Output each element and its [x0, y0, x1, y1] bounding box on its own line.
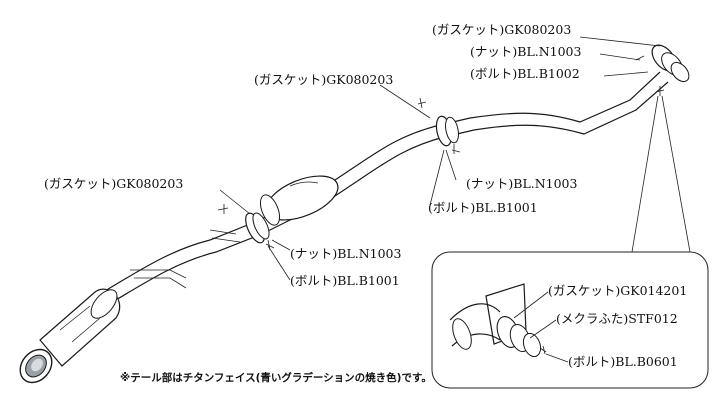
flange-rear: [651, 44, 690, 83]
note-titanium-face: ※テール部はチタンフェイス(青いグラデーションの焼き色)です。: [120, 371, 432, 384]
label-nut-front: (ナット)BL.N1003: [290, 246, 402, 261]
label-detail-gasket: (ガスケット)GK014201: [548, 283, 687, 298]
label-nut-rear: (ナット)BL.N1003: [470, 44, 582, 59]
main-muffler: [39, 288, 121, 367]
label-bolt-center: (ボルト)BL.B1001: [428, 200, 538, 215]
label-bolt-front: (ボルト)BL.B1001: [290, 273, 400, 288]
label-nut-center: (ナット)BL.N1003: [466, 176, 578, 191]
label-gasket-center: (ガスケット)GK080203: [254, 72, 393, 87]
label-bolt-rear: (ボルト)BL.B1002: [470, 66, 580, 81]
label-gasket-front: (ガスケット)GK080203: [44, 176, 183, 191]
flange-front: [245, 212, 270, 244]
leader-lines: [219, 36, 691, 281]
label-detail-bolt: (ボルト)BL.B0601: [568, 354, 678, 369]
main-pipe: [89, 71, 669, 313]
label-gasket-rear: (ガスケット)GK080203: [432, 22, 571, 37]
hanger-brackets: [130, 229, 241, 289]
flange-center: [435, 115, 459, 147]
detail-inset: [431, 251, 709, 389]
tail-tip: [19, 348, 53, 384]
part-labels: (ガスケット)GK080203 (ナット)BL.N1003 (ボルト)BL.B1…: [44, 22, 687, 384]
label-detail-cap: (メクラふた)STF012: [556, 311, 678, 326]
center-silencer: [259, 175, 339, 226]
